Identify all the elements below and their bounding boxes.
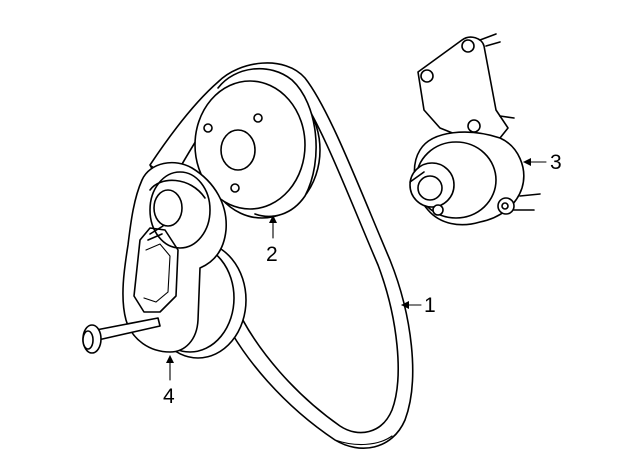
callout-2: 2: [266, 215, 278, 266]
water-pump[interactable]: [409, 33, 541, 226]
idler-pulley[interactable]: [194, 67, 321, 219]
callout-label-1: 1: [424, 294, 436, 317]
callout-1: 1: [401, 294, 436, 317]
callout-4: 4: [163, 355, 175, 408]
callout-label-3: 3: [550, 151, 562, 174]
callout-3: 3: [523, 151, 562, 174]
arrowhead-3: [523, 158, 531, 166]
arrowhead-4: [166, 355, 174, 363]
callout-label-2: 2: [266, 243, 278, 266]
callout-label-4: 4: [163, 385, 175, 408]
arrowhead-1: [401, 301, 409, 309]
belt-tensioner[interactable]: [82, 161, 247, 359]
arrowhead-2: [269, 215, 277, 223]
